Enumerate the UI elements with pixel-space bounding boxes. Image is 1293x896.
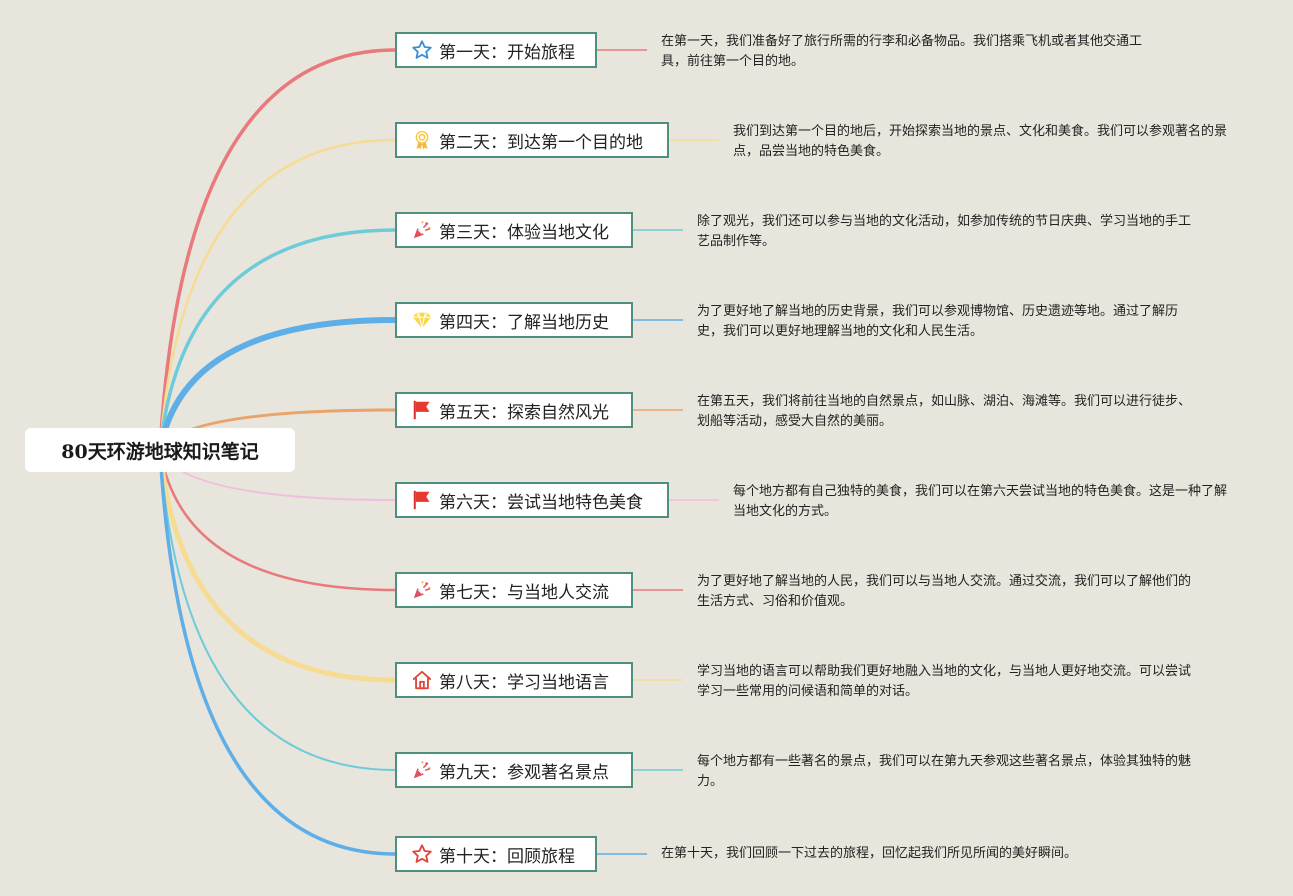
topic-description: 为了更好地了解当地的人民，我们可以与当地人交流。通过交流，我们可以了解他们的生活… (697, 574, 1192, 609)
topic-node[interactable]: 第三天：体验当地文化 (395, 212, 633, 248)
topic-node[interactable]: 第四天：了解当地历史 (395, 302, 633, 338)
star-outline-icon (411, 39, 433, 61)
topic-label: 第二天：到达第一个目的地 (439, 132, 643, 153)
topic-label: 第四天：了解当地历史 (439, 312, 609, 333)
root-topic[interactable]: 80天环游地球知识笔记 (25, 428, 295, 472)
topic-label: 第六天：尝试当地特色美食 (439, 492, 643, 513)
branch-connector (158, 448, 397, 592)
branch-connector (158, 228, 397, 452)
topic-node[interactable]: 第五天：探索自然风光 (395, 392, 633, 428)
red-flag-icon (411, 399, 433, 421)
party-popper-icon (411, 579, 433, 601)
branch-connector (157, 447, 398, 683)
topic-label: 第八天：学习当地语言 (439, 672, 609, 693)
topic-label: 第十天：回顾旅程 (439, 846, 575, 867)
topic-description: 我们到达第一个目的地后，开始探索当地的景点、文化和美食。我们可以参观著名的景点，… (733, 124, 1228, 159)
topic-description: 除了观光，我们还可以参与当地的文化活动，如参加传统的节日庆典、学习当地的手工艺品… (697, 214, 1192, 249)
star-red-outline-icon (411, 843, 433, 865)
topic-label: 第九天：参观著名景点 (439, 762, 609, 783)
topic-description: 学习当地的语言可以帮助我们更好地融入当地的文化，与当地人更好地交流。可以尝试学习… (697, 664, 1192, 699)
medal-icon (411, 129, 433, 151)
topic-node[interactable]: 第二天：到达第一个目的地 (395, 122, 669, 158)
topic-description: 在第一天，我们准备好了旅行所需的行李和必备物品。我们搭乘飞机或者其他交通工具，前… (661, 34, 1143, 69)
party-popper-icon (411, 219, 433, 241)
branch-connector (157, 317, 398, 453)
topic-node[interactable]: 第八天：学习当地语言 (395, 662, 633, 698)
topic-description: 为了更好地了解当地的历史背景，我们可以参观博物馆、历史遗迹等地。通过了解历史，我… (697, 304, 1179, 339)
party-popper-icon (411, 759, 433, 781)
branch-connector (158, 138, 397, 452)
branch-connector (158, 48, 397, 452)
topic-node[interactable]: 第七天：与当地人交流 (395, 572, 633, 608)
red-flag-icon (411, 489, 433, 511)
diamond-icon (411, 309, 433, 331)
topic-node[interactable]: 第十天：回顾旅程 (395, 836, 597, 872)
topic-description: 在第十天，我们回顾一下过去的旅程，回忆起我们所见所闻的美好瞬间。 (661, 846, 1078, 861)
topic-description: 每个地方都有一些著名的景点，我们可以在第九天参观这些著名景点，体验其独特的魅力。 (697, 754, 1192, 789)
branch-connector (159, 449, 396, 771)
topic-label: 第七天：与当地人交流 (439, 582, 609, 603)
topic-label: 第五天：探索自然风光 (439, 402, 609, 423)
house-icon (411, 669, 433, 691)
topic-node[interactable]: 第九天：参观著名景点 (395, 752, 633, 788)
topic-node[interactable]: 第六天：尝试当地特色美食 (395, 482, 669, 518)
topic-description: 每个地方都有自己独特的美食，我们可以在第六天尝试当地的特色美食。这是一种了解当地… (733, 484, 1228, 519)
topic-node[interactable]: 第一天：开始旅程 (395, 32, 597, 68)
branch-connector (158, 448, 397, 856)
topic-label: 第三天：体验当地文化 (439, 222, 609, 243)
topic-description: 在第五天，我们将前往当地的自然景点，如山脉、湖泊、海滩等。我们可以进行徒步、划船… (697, 394, 1192, 429)
topic-label: 第一天：开始旅程 (439, 42, 575, 63)
